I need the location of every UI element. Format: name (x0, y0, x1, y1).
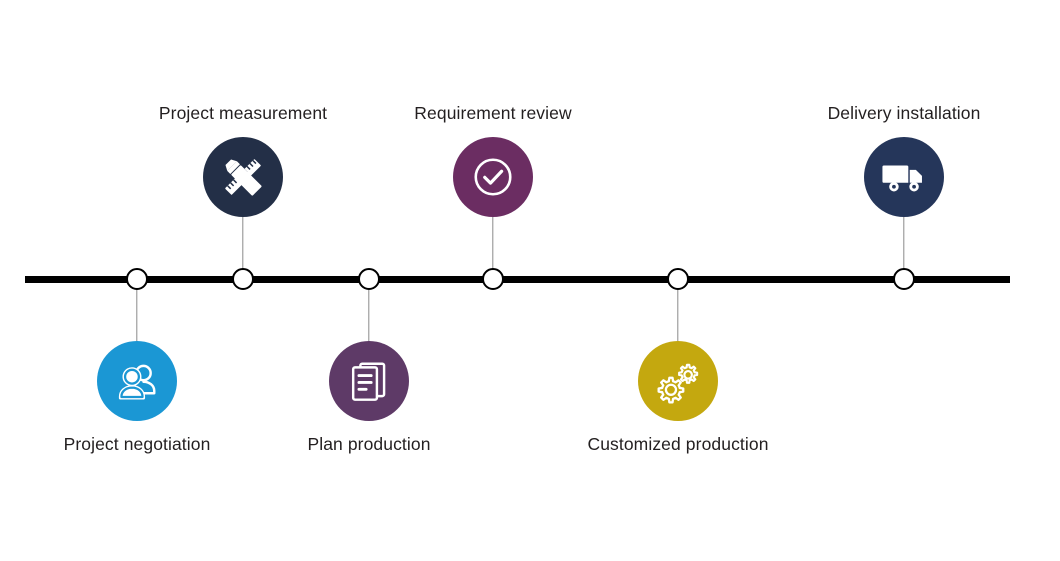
timeline-node-marker-2[interactable] (232, 268, 254, 290)
users-icon (114, 358, 160, 404)
check-circle-icon (470, 154, 516, 200)
timeline-connector (492, 215, 494, 279)
step-label-4: Requirement review (414, 103, 572, 123)
timeline-connector (677, 279, 679, 343)
documents-icon (346, 358, 392, 404)
step-icon-disc-1[interactable] (97, 341, 177, 421)
step-label-2: Project measurement (158, 103, 328, 123)
timeline-node-marker-4[interactable] (482, 268, 504, 290)
timeline-node-marker-1[interactable] (126, 268, 148, 290)
truck-icon (881, 154, 927, 200)
step-icon-disc-4[interactable] (453, 137, 533, 217)
timeline-node-marker-5[interactable] (667, 268, 689, 290)
pencil-ruler-icon (220, 154, 266, 200)
timeline-connector (903, 215, 905, 279)
step-icon-disc-2[interactable] (203, 137, 283, 217)
timeline-node-marker-3[interactable] (358, 268, 380, 290)
gears-icon (655, 358, 701, 404)
step-icon-disc-5[interactable] (638, 341, 718, 421)
step-label-1: Project negotiation (63, 434, 211, 454)
timeline-connector (368, 279, 370, 343)
timeline-connector (136, 279, 138, 343)
step-label-3: Plan production (307, 434, 431, 454)
timeline-connector (242, 215, 244, 279)
timeline-axis (25, 275, 1010, 283)
timeline-node-marker-6[interactable] (893, 268, 915, 290)
step-icon-disc-3[interactable] (329, 341, 409, 421)
step-label-5: Customized production (587, 434, 769, 454)
step-icon-disc-6[interactable] (864, 137, 944, 217)
step-label-6: Delivery installation (827, 103, 981, 123)
